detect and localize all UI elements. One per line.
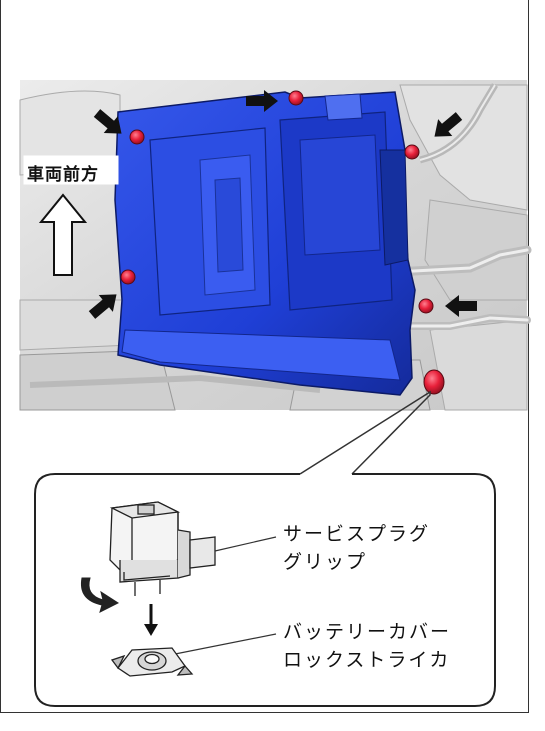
battery-cover-lock-label-line1: バッテリーカバー [283, 621, 452, 643]
battery-cover [114, 91, 416, 396]
lock-striker-drawing [110, 647, 194, 677]
black-pointer-arrow-icon [88, 294, 117, 319]
front-label-box [23, 155, 119, 185]
black-pointer-arrow-icon [246, 90, 278, 112]
bolt-mid-right [418, 298, 434, 314]
service-plug-grip-drawing [109, 501, 216, 596]
black-pointer-arrow-icon [93, 109, 122, 134]
cover-bolts [120, 90, 445, 395]
vehicle-front-label: 車両前方 [27, 165, 99, 185]
bolt-mid-left [120, 269, 136, 285]
hollow-up-arrow-icon [38, 193, 88, 276]
callout-box [34, 473, 496, 707]
service-plug-grip-label-line2: グリップ [283, 551, 368, 573]
curved-rotate-arrow-icon [80, 577, 120, 613]
callout-lines [299, 390, 431, 475]
bolt-top-right [404, 144, 420, 160]
service-plug-grip-label-line1: サービスプラグ [283, 523, 431, 545]
grip-leader-line [214, 536, 277, 552]
black-pointer-arrow-icon [434, 112, 463, 137]
black-pointer-arrow-icon [445, 295, 477, 317]
bolt-top-center [288, 90, 304, 106]
pointer-arrows [88, 90, 477, 319]
lock-leader-line [159, 633, 277, 658]
bolt-top-left [129, 129, 145, 145]
battery-cover-lock-label-line2: ロックストライカ [283, 649, 451, 671]
down-arrow-icon [144, 604, 158, 636]
service-plug-grip-red [423, 369, 445, 395]
